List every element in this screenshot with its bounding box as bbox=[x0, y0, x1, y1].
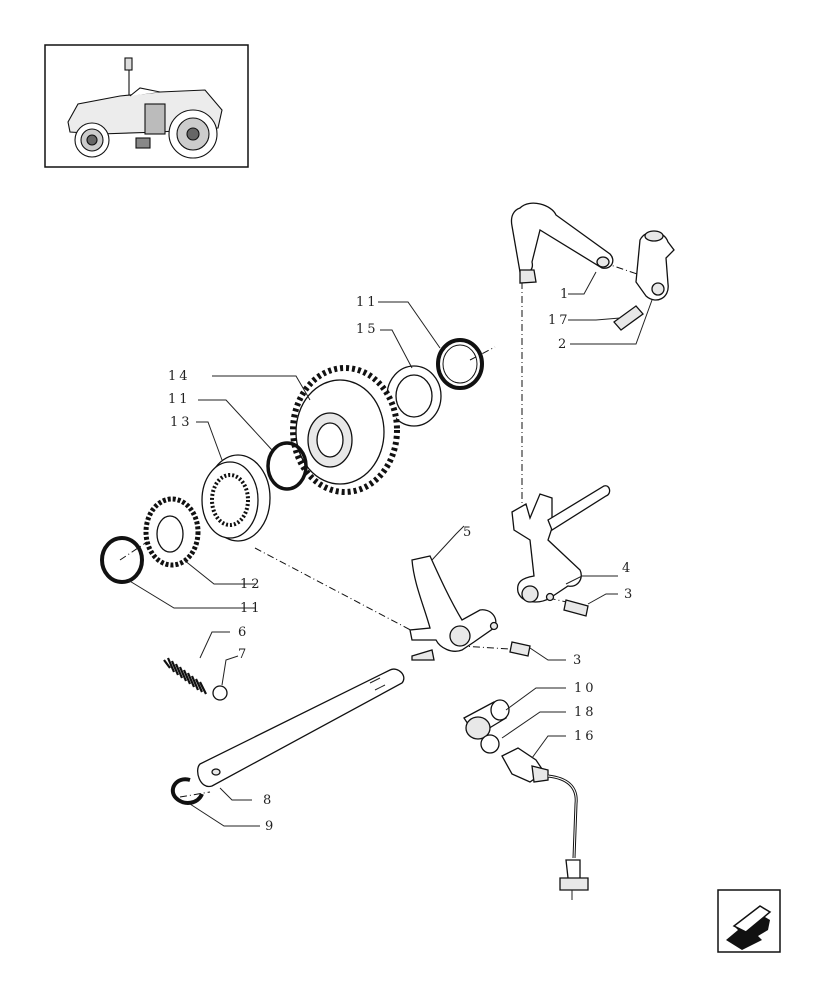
label-10: 10 bbox=[574, 681, 597, 696]
label-14: 14 bbox=[168, 369, 191, 384]
large-gear bbox=[290, 365, 400, 495]
roll-pin-lower bbox=[509, 641, 531, 657]
label-15: 15 bbox=[356, 322, 379, 337]
label-2: 2 bbox=[558, 337, 569, 352]
detent-ball bbox=[212, 685, 228, 701]
roll-pin-right bbox=[563, 599, 589, 617]
pin bbox=[613, 305, 644, 331]
synchro-hub bbox=[143, 496, 201, 568]
callout-labels: 11 15 14 11 13 12 11 6 7 8 9 5 4 3 3 1 1… bbox=[168, 287, 635, 834]
label-8: 8 bbox=[263, 793, 274, 808]
shift-shaft bbox=[197, 668, 405, 788]
label-12: 12 bbox=[240, 577, 263, 592]
label-11-middle: 11 bbox=[168, 392, 191, 407]
neutral-switch bbox=[501, 747, 589, 900]
spring bbox=[163, 657, 207, 695]
bushing bbox=[463, 699, 510, 740]
label-7: 7 bbox=[238, 647, 249, 662]
shift-fork bbox=[409, 555, 499, 661]
selector-finger bbox=[511, 485, 611, 603]
label-16: 16 bbox=[574, 729, 597, 744]
lever-joint bbox=[635, 230, 675, 301]
label-3-lower: 3 bbox=[573, 653, 584, 668]
label-5: 5 bbox=[463, 525, 474, 540]
label-9: 9 bbox=[265, 819, 276, 834]
synchro-sleeve bbox=[201, 454, 271, 542]
label-13: 13 bbox=[170, 415, 193, 430]
label-6: 6 bbox=[238, 625, 249, 640]
tractor-icon bbox=[67, 57, 223, 159]
back-arrow-icon[interactable] bbox=[717, 889, 781, 953]
snap-ring-middle bbox=[266, 441, 308, 491]
label-11-bottom: 11 bbox=[240, 601, 263, 616]
label-4: 4 bbox=[622, 561, 633, 576]
tractor-thumbnail bbox=[44, 44, 249, 168]
label-17: 17 bbox=[548, 313, 571, 328]
leader-lines bbox=[127, 271, 653, 827]
snap-ring-bottom bbox=[100, 536, 144, 584]
thrust-washer bbox=[386, 365, 442, 427]
snap-ring-top bbox=[436, 338, 484, 390]
label-11-top: 11 bbox=[356, 295, 379, 310]
label-1: 1 bbox=[560, 287, 571, 302]
sealing-washer bbox=[480, 734, 500, 754]
shift-lever bbox=[510, 202, 614, 284]
retaining-clip bbox=[170, 777, 204, 805]
label-18: 18 bbox=[574, 705, 597, 720]
label-3-right: 3 bbox=[624, 587, 635, 602]
